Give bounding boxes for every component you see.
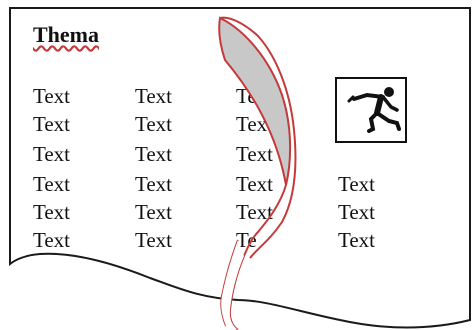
cell-r1-c1: Text: [33, 84, 71, 108]
cell-r5-c4: Text: [338, 200, 376, 224]
cell-r3-c3: Text: [236, 142, 274, 166]
cell-r6-c2: Text: [135, 228, 173, 252]
cell-r3-c2: Text: [135, 142, 173, 166]
cell-r4-c4: Text: [338, 172, 376, 196]
cell-r4-c2: Text: [135, 172, 173, 196]
cell-r3-c1: Text: [33, 142, 71, 166]
cell-r4-c1: Text: [33, 172, 71, 196]
illustration-frame: [335, 77, 407, 143]
cell-r4-c3: Text: [236, 172, 274, 196]
cell-r2-c1: Text: [33, 112, 71, 136]
cell-r6-c1: Text: [33, 228, 71, 252]
running-person-icon: [347, 87, 401, 133]
cell-r6-c4: Text: [338, 228, 376, 252]
cell-r1-c2: Text: [135, 84, 173, 108]
cell-r2-c2: Text: [135, 112, 173, 136]
cell-r5-c2: Text: [135, 200, 173, 224]
page-title: Thema: [33, 22, 99, 47]
cell-r6-c3: Te: [236, 228, 257, 252]
cell-r5-c1: Text: [33, 200, 71, 224]
